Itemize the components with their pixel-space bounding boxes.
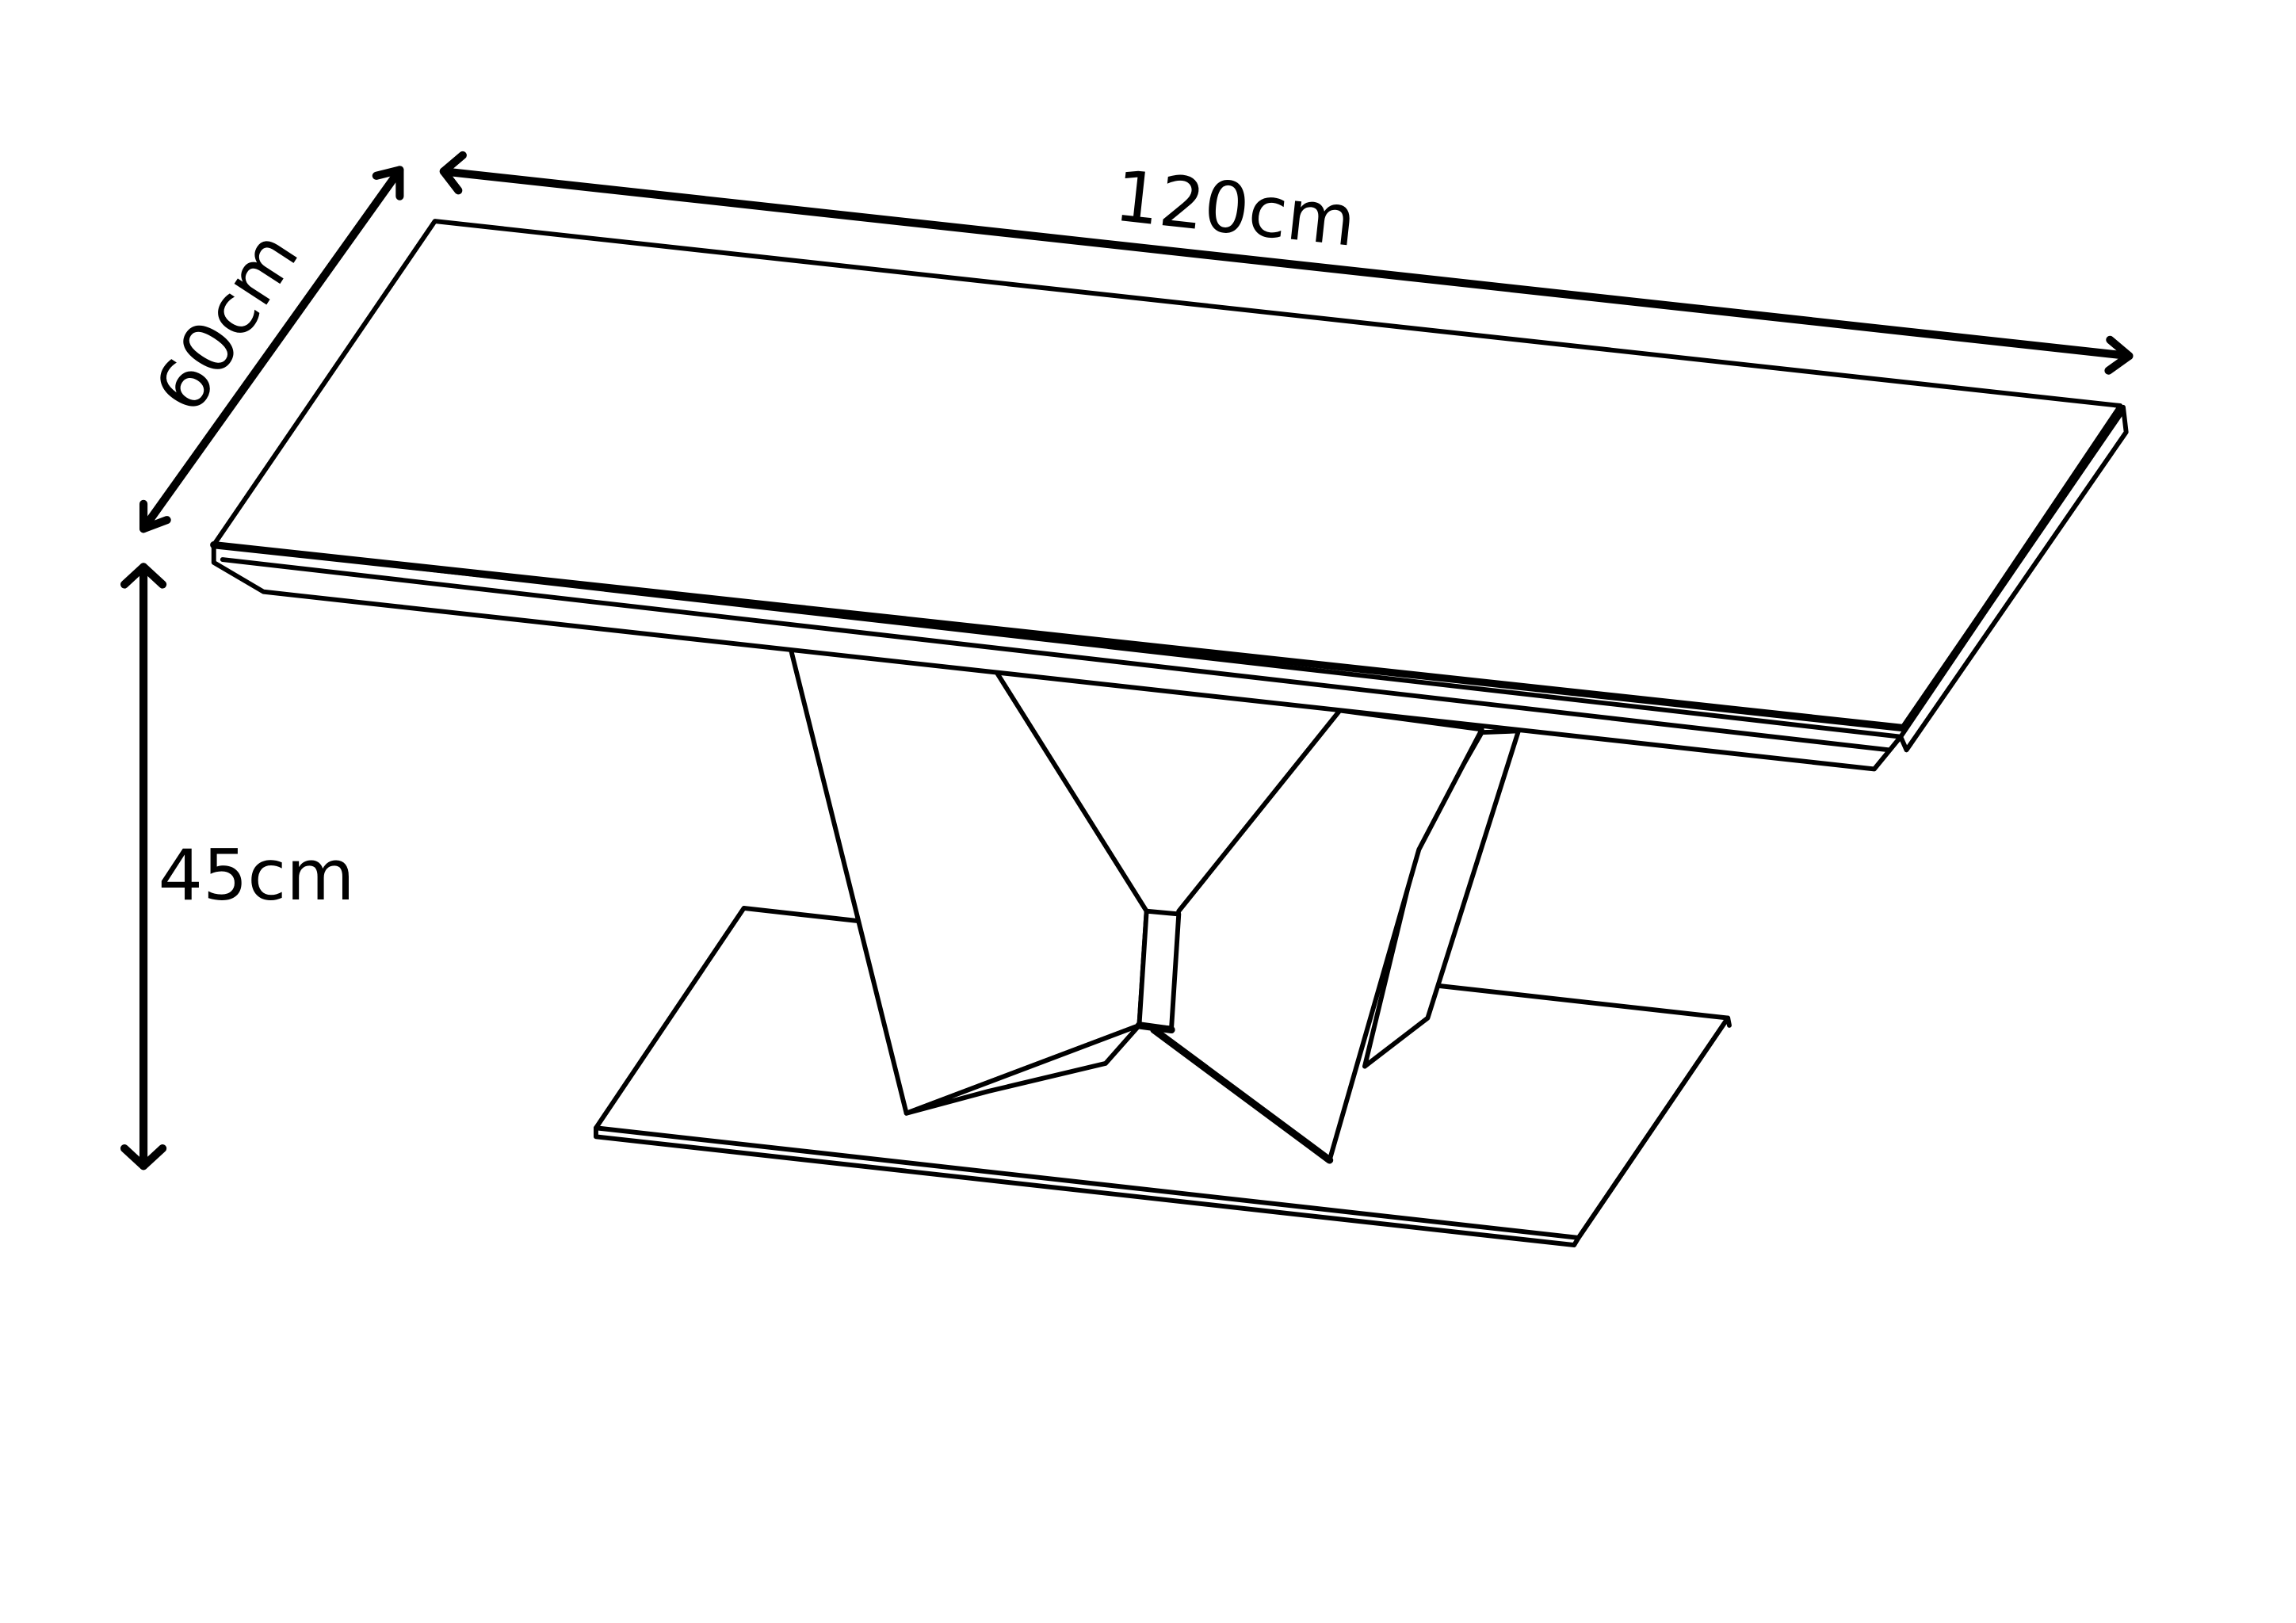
arrowhead-right-icon — [2104, 335, 2134, 375]
arrowhead-left-icon — [439, 151, 467, 195]
height-dimension: 45cm — [120, 563, 355, 1170]
arrowhead-up-right-icon — [372, 166, 404, 200]
pedestal — [788, 646, 1521, 1164]
arrowhead-up-icon — [120, 563, 167, 589]
tabletop — [210, 219, 2129, 772]
height-label: 45cm — [159, 834, 355, 916]
arrowhead-down-left-icon — [139, 499, 171, 533]
depth-arrow-line — [139, 166, 404, 533]
width-arrow-line — [439, 167, 2134, 361]
arrowhead-down-icon — [120, 1144, 167, 1170]
